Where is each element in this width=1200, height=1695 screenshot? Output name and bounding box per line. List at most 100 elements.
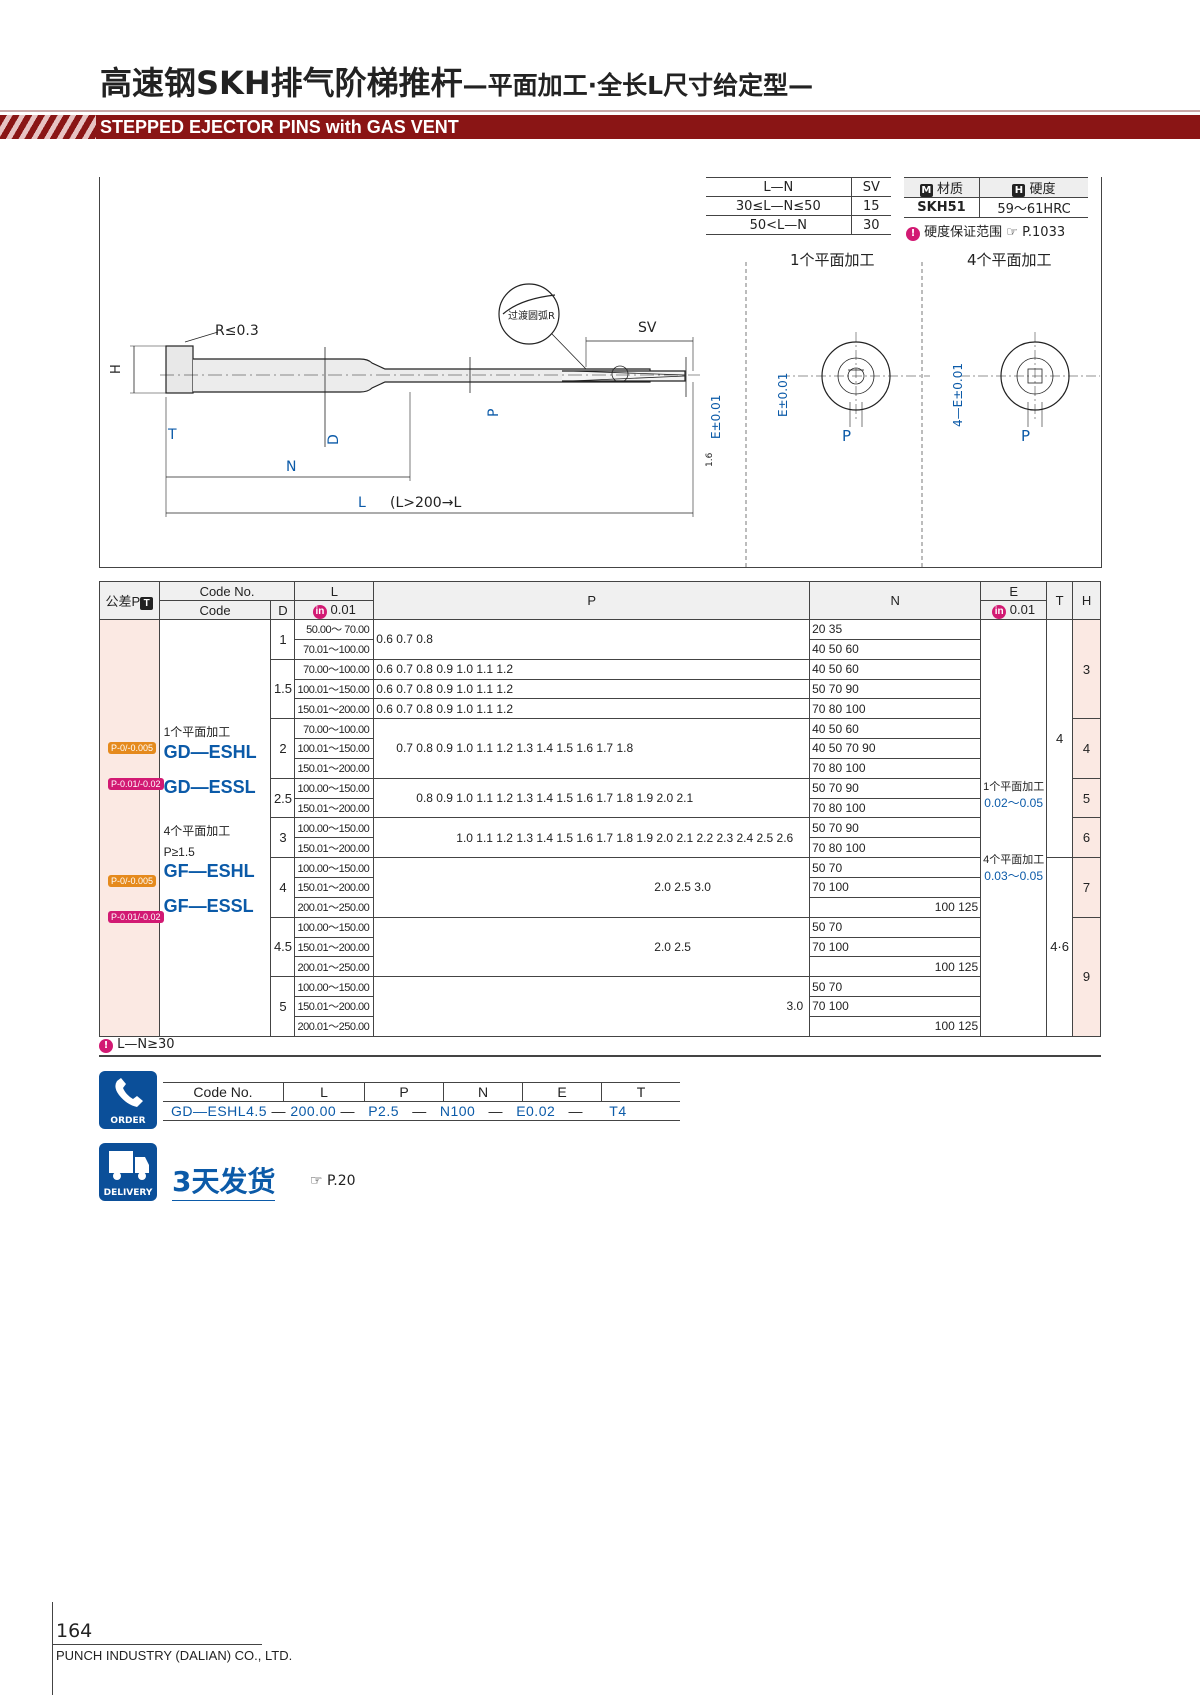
- l-cell: 100.00～150.00: [294, 916, 375, 938]
- d-head: D: [270, 600, 296, 620]
- l-cell: 150.01～200.00: [294, 996, 375, 1017]
- l-cell: 100.00～150.00: [294, 777, 375, 799]
- material-value: SKH51: [904, 197, 980, 218]
- material-icon: M: [919, 184, 933, 197]
- h-head: H: [1072, 581, 1101, 620]
- d-cell: 2: [270, 718, 296, 779]
- p-cell: 1.0 1.1 1.2 1.3 1.4 1.5 1.6 1.7 1.8 1.9 …: [373, 817, 811, 859]
- view4-p: P: [1021, 427, 1030, 445]
- material-table: M 材质 H 硬度 SKH51 59～61HRC: [904, 177, 1088, 218]
- n-cell: 70 100: [809, 876, 982, 898]
- n-head: N: [809, 581, 982, 620]
- order-example-row: GD—ESHL4.5 — 200.00 — P2.5 — N100 — E0.0…: [163, 1101, 680, 1121]
- tolerance-column: P-0/-0.005 P-0.01/-0.02 P-0/-0.005 P-0.0…: [99, 619, 164, 1037]
- view1-p: P: [842, 427, 851, 445]
- l-cell: 150.01～200.00: [294, 876, 375, 898]
- n-cell: 50 70: [809, 857, 982, 878]
- h-cell: 3: [1072, 618, 1101, 720]
- l-sub-head: in 0.01: [294, 600, 375, 620]
- e-4-label: 4个平面加工: [983, 854, 1045, 866]
- in-icon: in: [312, 604, 327, 619]
- footer-rule-horizontal: [52, 1644, 262, 1645]
- t-cell-4: 4: [1046, 618, 1074, 859]
- table-footnote: ! L—N≥30: [99, 1037, 1101, 1057]
- d-cell: 5: [270, 976, 296, 1037]
- l-cell: 150.01～200.00: [294, 837, 375, 859]
- p-cell: 0.6 0.7 0.8 0.9 1.0 1.1 1.2: [373, 698, 811, 720]
- technical-drawing: R≤0.3 SV 过渡圆弧R H D T N L (L>200→L P E±0.…: [99, 177, 1102, 568]
- code-column: 1个平面加工 GD—ESHL GD—ESSL 4个平面加工 P≥1.5 GF—E…: [158, 619, 272, 1037]
- hardness-icon: H: [1012, 184, 1026, 197]
- p-cell: 0.6 0.7 0.8 0.9 1.0 1.1 1.2: [373, 658, 811, 680]
- l-cell: 100.01～150.00: [294, 678, 375, 700]
- l-head: L: [294, 581, 375, 601]
- p-cell: 0.6 0.7 0.8: [373, 619, 811, 660]
- hardness-note: ! 硬度保证范围 ☞ P.1033: [906, 221, 1065, 241]
- view1-e: E±0.01: [776, 373, 790, 417]
- d-cell: 1.5: [270, 658, 296, 720]
- h-label: H: [109, 364, 124, 374]
- l-cell: 70.00～100.00: [294, 658, 375, 680]
- n-cell: 40 50 60: [809, 658, 982, 680]
- l-cell: 150.01～200.00: [294, 698, 375, 720]
- warning-icon: !: [99, 1039, 113, 1053]
- l-cell: 70.00～100.00: [294, 718, 375, 740]
- n-cell: 70 80 100: [809, 837, 982, 859]
- l-cell: 150.01～200.00: [294, 936, 375, 958]
- view1-label: 1个平面加工: [790, 251, 875, 269]
- n-cell: 70 80 100: [809, 757, 982, 779]
- company-name: PUNCH INDUSTRY (DALIAN) CO., LTD.: [56, 1648, 293, 1663]
- n-cell: 20 35: [809, 619, 982, 640]
- sv-row1-sv: 15: [850, 196, 891, 216]
- type4-label: 4个平面加工: [163, 824, 231, 838]
- p-cell: 2.0 2.5 3.0: [373, 857, 811, 918]
- n-cell: 70 80 100: [809, 698, 982, 720]
- l-cell: 200.01～250.00: [294, 1015, 375, 1037]
- l-cell: 100.01～150.00: [294, 738, 375, 759]
- order-head-l: L: [283, 1082, 365, 1102]
- sv-row2-ln: 50<L—N: [706, 215, 852, 235]
- l-cell: 100.00～150.00: [294, 817, 375, 839]
- code-gf-essl: GF—ESSL: [163, 896, 254, 916]
- n-cell: 40 50 70 90: [809, 738, 982, 759]
- n-cell: 50 70 90: [809, 678, 982, 700]
- sv-label: SV: [638, 320, 657, 336]
- order-head-n: N: [443, 1082, 523, 1102]
- roughness: 1.6: [705, 452, 715, 467]
- n-cell: 70 80 100: [809, 797, 982, 819]
- sv-row1-ln: 30≤L—N≤50: [706, 196, 852, 216]
- sv-head-ln: L—N: [706, 177, 852, 197]
- english-title-banner: STEPPED EJECTOR PINS with GAS VENT: [0, 115, 1200, 139]
- pin-head: [165, 345, 194, 394]
- n-cell: 70 100: [809, 936, 982, 958]
- l-cell: 200.01～250.00: [294, 956, 375, 978]
- p-head: P: [373, 581, 811, 620]
- p-cell: 0.7 0.8 0.9 1.0 1.1 1.2 1.3 1.4 1.5 1.6 …: [373, 718, 811, 779]
- d-cell: 3: [270, 817, 296, 859]
- l-label: L: [358, 495, 366, 511]
- view4-e: 4—E±0.01: [951, 363, 965, 427]
- p-cell: 0.8 0.9 1.0 1.1 1.2 1.3 1.4 1.5 1.6 1.7 …: [373, 777, 811, 819]
- in-icon: in: [992, 604, 1007, 619]
- order-example-table: Code No. L P N E T GD—ESHL4.5 — 200.00 —…: [163, 1082, 680, 1121]
- h-cell: 7: [1072, 857, 1101, 918]
- page-number: 164: [56, 1620, 93, 1642]
- e-1-label: 1个平面加工: [983, 781, 1045, 793]
- d-cell: 1: [270, 619, 296, 660]
- tol-tag-3: P-0/-0.005: [108, 875, 157, 887]
- l-cell: 50.00～ 70.00: [294, 619, 375, 640]
- vent-detail-circle: [498, 283, 560, 345]
- sv-row2-sv: 30: [850, 215, 891, 235]
- type1-label: 1个平面加工: [163, 725, 231, 739]
- order-head-p: P: [364, 1082, 444, 1102]
- title-main: 高速钢SKH排气阶梯推杆: [100, 64, 463, 102]
- l-cell: 150.01～200.00: [294, 797, 375, 819]
- n-cell: 50 70 90: [809, 777, 982, 799]
- code-no-head: Code No.: [158, 581, 296, 601]
- code-head: Code: [158, 600, 272, 620]
- h-cell: 9: [1072, 916, 1101, 1037]
- type4-cond: P≥1.5: [163, 845, 195, 859]
- l-cell: 150.01～200.00: [294, 757, 375, 779]
- e-head: E: [980, 581, 1048, 601]
